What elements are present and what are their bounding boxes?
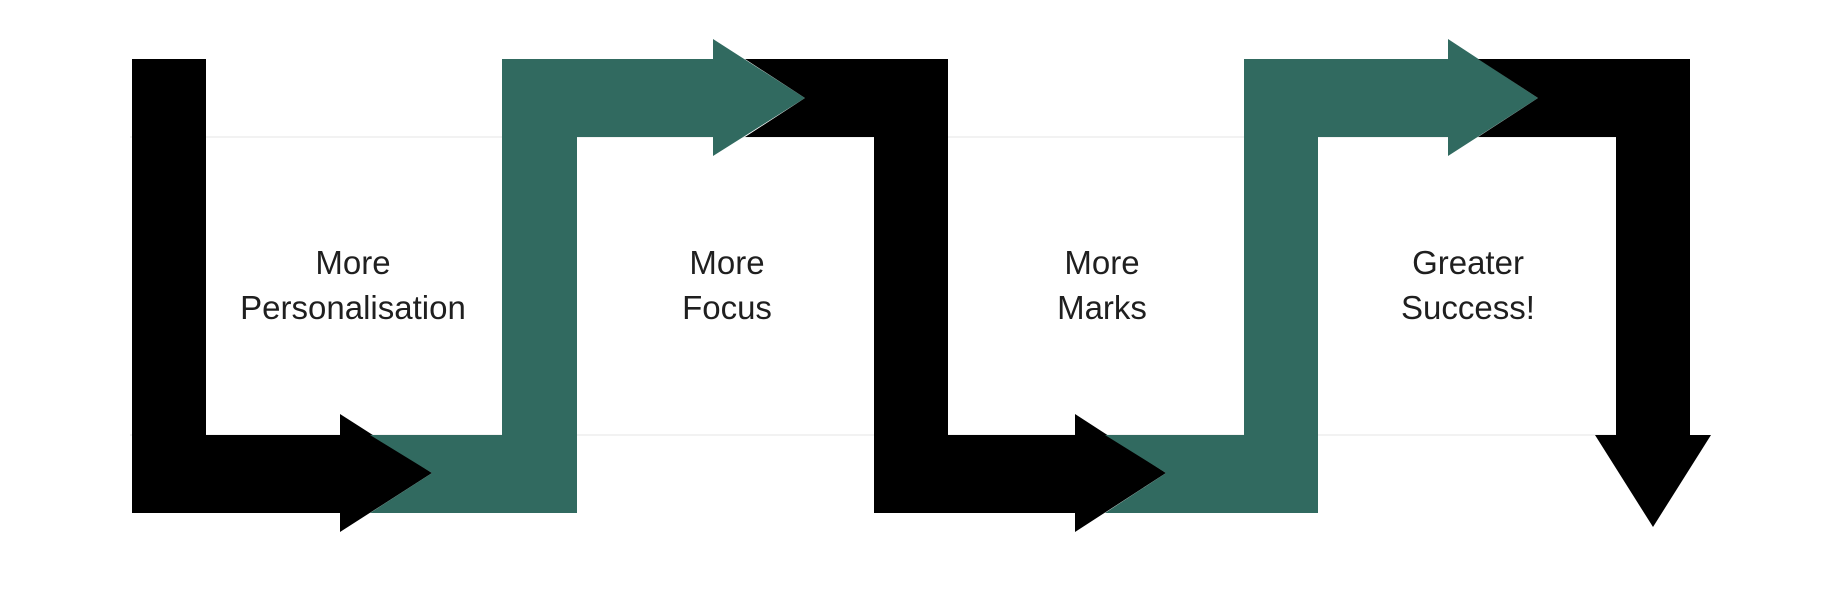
step-1-line-2: Personalisation [240,289,466,326]
step-2-line-2: Focus [682,289,772,326]
step-label-3: More Marks [952,240,1252,330]
arrow-segment-black-3 [1478,59,1711,527]
step-3-line-1: More [1064,244,1140,281]
step-label-2: More Focus [577,240,877,330]
arrow-segment-black-1 [132,59,432,532]
step-4-line-2: Success! [1401,289,1535,326]
arrow-segment-green-2 [1105,39,1538,513]
step-label-1: More Personalisation [203,240,503,330]
step-1-line-1: More [315,244,391,281]
arrow-segment-black-2 [745,59,1166,532]
step-2-line-1: More [689,244,765,281]
step-4-line-1: Greater [1412,244,1524,281]
step-3-line-2: Marks [1057,289,1147,326]
arrow-segment-green-1 [370,39,805,513]
step-label-4: Greater Success! [1318,240,1618,330]
